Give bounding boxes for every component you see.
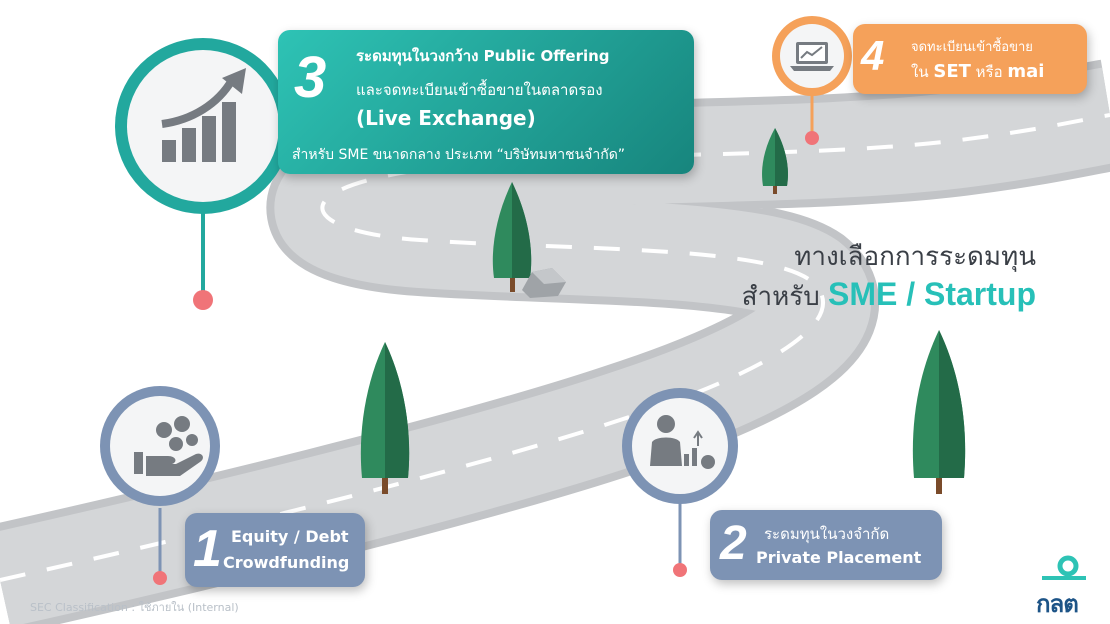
tree-right <box>912 330 966 494</box>
step-4-number: 4 <box>861 32 885 79</box>
step-4-line-2: ใน SET หรือ mai <box>911 60 1044 84</box>
step-4-card: 4 จดทะเบียนเข้าซื้อขาย ใน SET หรือ mai <box>853 24 1087 94</box>
step-3-line-3: (Live Exchange) <box>356 106 536 130</box>
businessman-growth-icon <box>650 415 715 469</box>
step-4-mid: หรือ <box>970 63 1008 81</box>
step-3-card: 3 ระดมทุนในวงกว้าง Public Offering และจด… <box>278 30 694 174</box>
sec-classification: SEC Classification : ใช้ภายใน (Internal) <box>30 601 239 614</box>
headline-prefix: สำหรับ <box>741 282 828 312</box>
step-3-number: 3 <box>294 45 327 110</box>
pin-step-3 <box>115 38 291 310</box>
step-1-number: 1 <box>193 520 222 578</box>
step-2-card: 2 ระดมทุนในวงจำกัด Private Placement <box>710 510 942 580</box>
tree-left-middle <box>360 342 410 494</box>
step-2-line-2: Private Placement <box>756 548 922 567</box>
step-3-line-1: ระดมทุนในวงกว้าง Public Offering <box>356 47 610 65</box>
step-4-line-1: จดทะเบียนเข้าซื้อขาย <box>911 40 1033 55</box>
rock <box>522 268 566 298</box>
tree-center <box>492 182 532 292</box>
headline-line-1: ทางเลือกการระดมทุน <box>794 242 1036 272</box>
step-4-prefix: ใน <box>911 63 934 81</box>
growth-bar-chart-icon <box>161 68 246 162</box>
tree-far-right <box>762 128 788 194</box>
headline-highlight: SME / Startup <box>827 276 1036 312</box>
step-4-set: SET <box>933 61 971 82</box>
laptop-chart-icon <box>790 42 834 71</box>
step-3-line-4: สำหรับ SME ขนาดกลาง ประเภท “บริษัทมหาชนจ… <box>292 147 626 163</box>
step-2-number: 2 <box>720 517 747 570</box>
headline-line-2: สำหรับ SME / Startup <box>742 274 1036 317</box>
step-1-card: 1 Equity / Debt Crowdfunding <box>185 513 365 587</box>
step-3-line-2: และจดทะเบียนเข้าซื้อขายในตลาดรอง <box>356 81 603 99</box>
step-2-line-1: ระดมทุนในวงจำกัด <box>764 525 890 543</box>
headline: ทางเลือกการระดมทุน สำหรับ SME / Startup <box>742 240 1036 317</box>
sec-logo-icon <box>1042 555 1086 580</box>
step-1-line-2: Crowdfunding <box>223 553 350 572</box>
hand-with-coins-icon <box>134 416 203 476</box>
step-4-mai: mai <box>1007 61 1045 82</box>
step-1-line-1: Equity / Debt <box>231 527 349 546</box>
logo-text: กลต <box>1036 590 1079 618</box>
